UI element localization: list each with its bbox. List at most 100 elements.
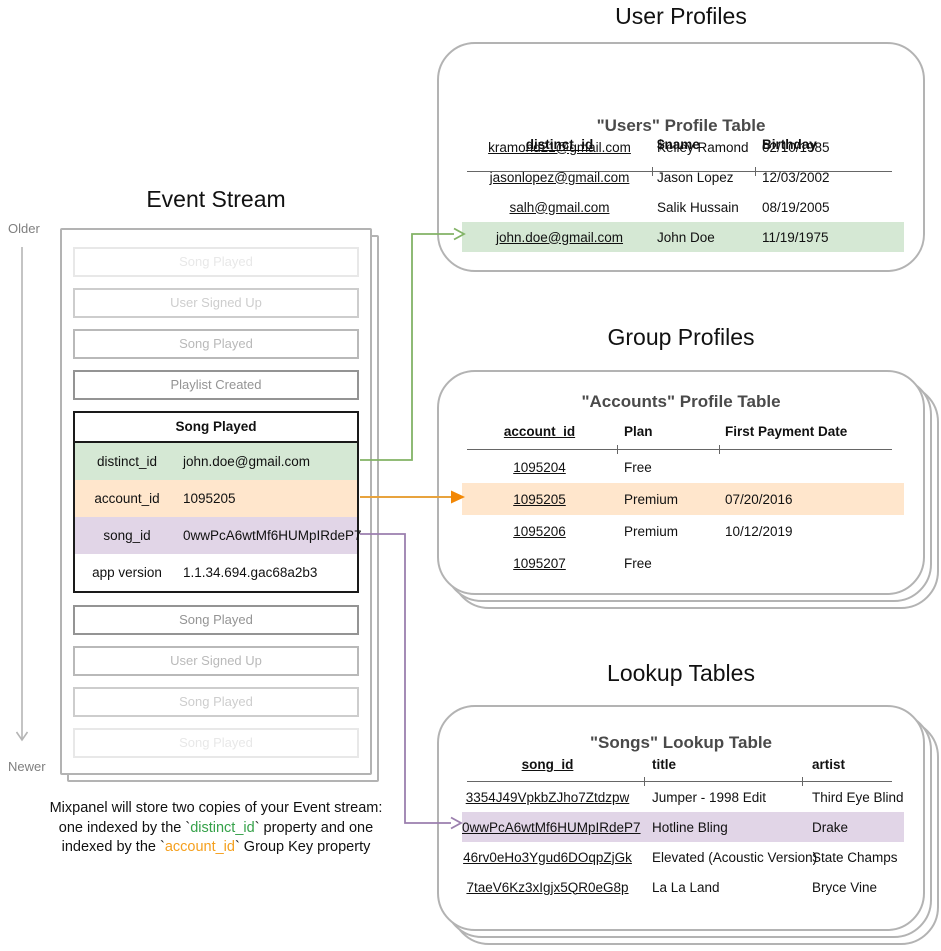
event-property-row: account_id 1095205 — [75, 480, 357, 517]
table-cell: 7taeV6Kz3xIgjx5QR0eG8p — [466, 879, 629, 895]
caption-line: indexed by the `account_id` Group Key pr… — [61, 839, 371, 855]
caption-line: Mixpanel will store two copies of your E… — [49, 800, 383, 816]
table-cell: 0wwPcA6wtMf6HUMpIRdeP7 — [462, 819, 641, 835]
lookup-tables-title: Lookup Tables — [607, 660, 755, 686]
property-key: account_id — [94, 491, 160, 506]
table-cell: Free — [624, 459, 652, 475]
column-divider — [755, 167, 756, 176]
event-item: User Signed Up — [73, 646, 359, 676]
table-cell: 1095207 — [513, 555, 566, 571]
column-header: title — [652, 757, 677, 772]
user-profiles-title: User Profiles — [615, 3, 747, 29]
table-cell: State Champs — [812, 849, 898, 865]
distinct-id-highlight: distinct_id — [190, 819, 255, 836]
songs-table-header: song_id title artist — [462, 757, 904, 772]
table-cell: Free — [624, 555, 652, 571]
property-key: song_id — [103, 528, 151, 543]
table-cell: Kelley Ramond — [657, 139, 749, 155]
event-detail-title: Song Played — [75, 413, 357, 443]
table-cell: jasonlopez@gmail.com — [489, 169, 630, 185]
table-cell: 1095205 — [513, 491, 566, 507]
column-header: Plan — [624, 424, 653, 439]
property-value: 1.1.34.694.gac68a2b3 — [183, 565, 318, 580]
column-header: artist — [812, 757, 846, 772]
property-value: 0wwPcA6wtMf6HUMpIRdeP7 — [183, 528, 362, 543]
property-key: app version — [92, 565, 162, 580]
table-row: 1095204 Free — [462, 451, 904, 483]
songs-table-title: "Songs" Lookup Table — [589, 733, 773, 752]
table-cell: 11/19/1975 — [762, 229, 829, 245]
table-header-row: song_id title artist — [462, 757, 904, 772]
event-item: Song Played — [73, 329, 359, 359]
column-header: song_id — [521, 757, 574, 772]
event-item: Song Played — [73, 247, 359, 277]
songs-table-rows: 3354J49VpkbZJho7Ztdzpw Jumper - 1998 Edit… — [462, 782, 904, 902]
account-id-highlight: account_id — [164, 839, 235, 855]
footnote-caption: Mixpanel will store two copies of your E… — [24, 799, 408, 858]
timeline-arrowhead-icon — [15, 731, 29, 742]
users-table-header: distinct_id $name Birthday — [462, 137, 904, 152]
accounts-header-rule — [467, 449, 892, 450]
older-label: Older — [8, 221, 40, 236]
users-header-rule — [467, 171, 892, 172]
column-header: account_id — [503, 424, 576, 439]
table-cell: 1095204 — [513, 459, 566, 475]
event-property-row: song_id 0wwPcA6wtMf6HUMpIRdeP7 — [75, 517, 362, 554]
table-cell: 12/03/2002 — [762, 169, 830, 185]
column-header: Birthday — [762, 137, 817, 152]
table-cell: 08/19/2005 — [762, 199, 830, 215]
event-item: Song Played — [73, 687, 359, 717]
table-header-row: account_id Plan First Payment Date — [462, 424, 904, 439]
songs-header-rule — [467, 781, 892, 782]
table-cell: 02/10/1985 — [762, 139, 830, 155]
users-table-rows: kramond21@gmail.com Kelley Ramond 02/10/19… — [462, 132, 904, 252]
table-cell: Premium — [624, 523, 679, 539]
event-property-row: app version 1.1.34.694.gac68a2b3 — [75, 554, 357, 591]
table-cell: 3354J49VpkbZJho7Ztdzpw — [465, 789, 630, 805]
column-header: $name — [657, 137, 700, 152]
column-header: First Payment Date — [725, 424, 848, 439]
table-cell: john.doe@gmail.com — [495, 229, 624, 245]
table-cell: Premium — [624, 491, 679, 507]
column-divider — [652, 167, 653, 176]
table-cell: kramond21@gmail.com — [488, 139, 631, 155]
accounts-table-header: account_id Plan First Payment Date — [462, 424, 904, 439]
table-header-row: distinct_id $name Birthday — [462, 137, 904, 152]
table-cell: Bryce Vine — [812, 879, 878, 895]
accounts-table-title: "Accounts" Profile Table — [581, 392, 781, 411]
column-divider — [719, 445, 720, 454]
users-table-title: "Users" Profile Table — [596, 116, 766, 135]
table-row: 1095207 Free — [462, 547, 904, 579]
property-value: 1095205 — [183, 491, 236, 506]
table-cell: Jason Lopez — [657, 169, 734, 185]
property-value: john.doe@gmail.com — [183, 454, 311, 469]
group-profiles-title: Group Profiles — [607, 324, 755, 350]
table-row: 3354J49VpkbZJho7Ztdzpw Jumper - 1998 Edit… — [462, 782, 904, 812]
table-cell: La La Land — [652, 879, 720, 895]
column-divider — [802, 777, 803, 786]
event-property-rows: distinct_id john.doe@gmail.com account_id 1… — [75, 443, 362, 591]
property-key: distinct_id — [96, 454, 158, 469]
table-cell: Drake — [812, 819, 849, 835]
column-header: distinct_id — [525, 137, 594, 152]
table-cell: John Doe — [657, 229, 715, 245]
table-row: kramond21@gmail.com Kelley Ramond 02/10/19… — [462, 132, 904, 162]
table-cell: salh@gmail.com — [509, 199, 610, 215]
table-cell: Jumper - 1998 Edit — [652, 789, 767, 805]
table-cell: Third Eye Blind — [812, 789, 904, 805]
caption-line: one indexed by the `distinct_id` propert… — [58, 819, 374, 836]
event-stream-title: Event Stream — [146, 186, 286, 212]
table-cell: 10/12/2019 — [725, 523, 793, 539]
column-divider — [644, 777, 645, 786]
event-item: Song Played — [73, 605, 359, 635]
